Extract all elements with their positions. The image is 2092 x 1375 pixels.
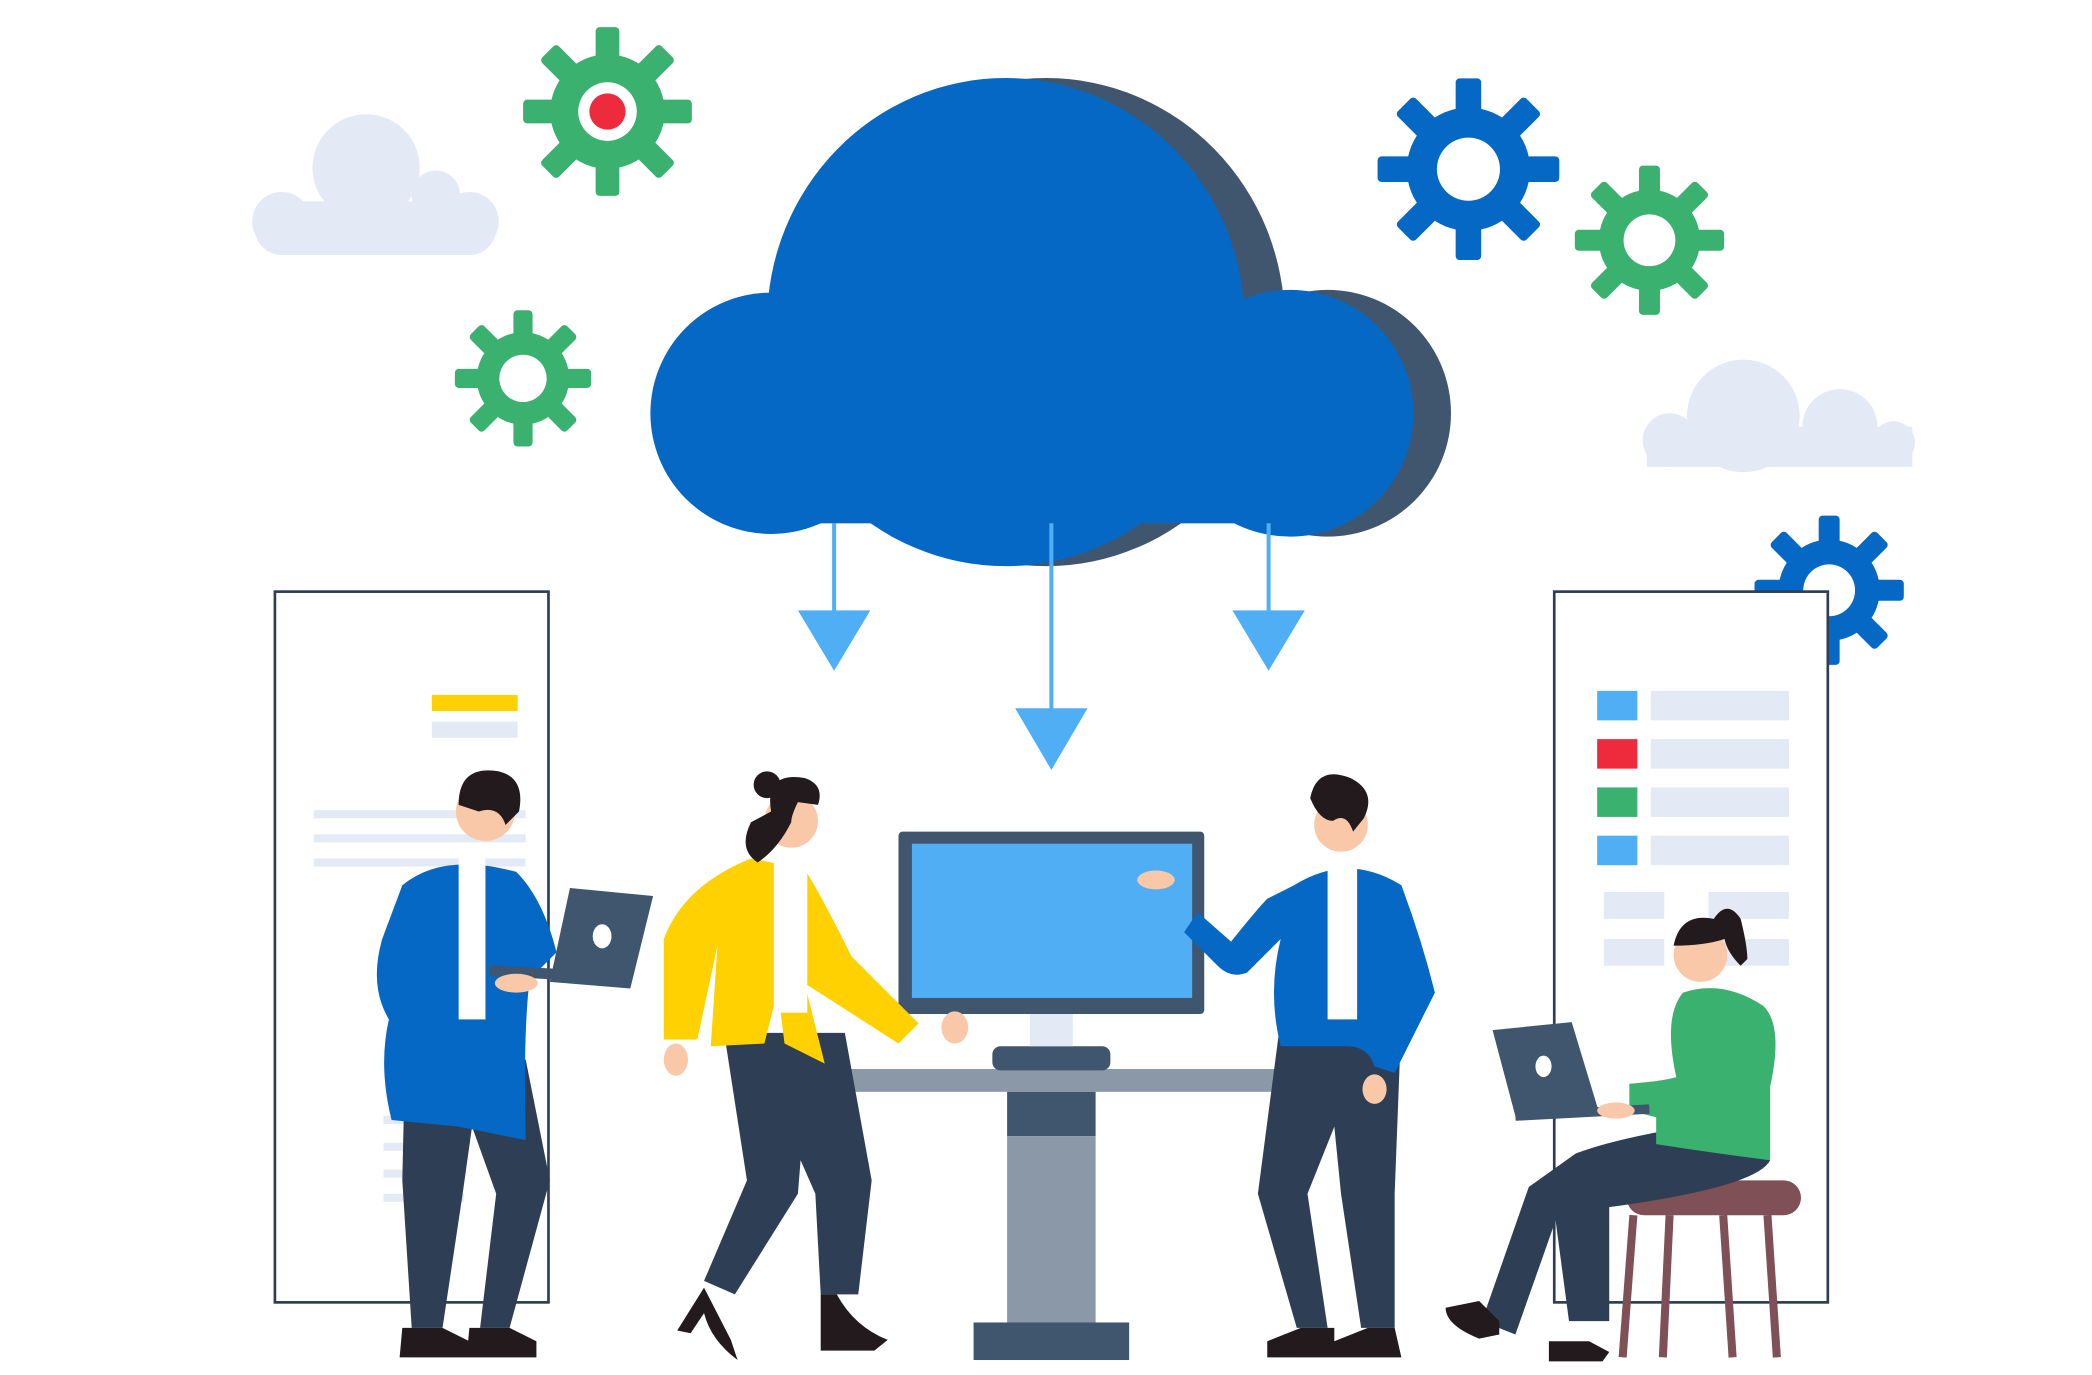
monitor-icon <box>898 831 1205 1071</box>
download-arrows <box>797 523 1305 770</box>
person-pointing-at-screen <box>1137 774 1435 1358</box>
gear-icon <box>1574 165 1725 315</box>
gear-icon <box>454 310 592 447</box>
background-cloud-right <box>1642 359 1915 473</box>
person-with-laptop-left <box>376 770 654 1358</box>
background-cloud-left <box>252 114 499 256</box>
main-cloud-icon <box>650 78 1451 567</box>
arrow-down-icon <box>1015 708 1088 770</box>
gear-icon <box>1377 78 1560 261</box>
gear-icon <box>523 27 692 196</box>
arrow-down-icon <box>1232 610 1305 671</box>
person-yellow-jacket <box>663 771 969 1361</box>
arrow-down-icon <box>797 610 871 671</box>
person-sitting-with-laptop <box>1445 908 1801 1362</box>
table <box>831 1069 1288 1361</box>
